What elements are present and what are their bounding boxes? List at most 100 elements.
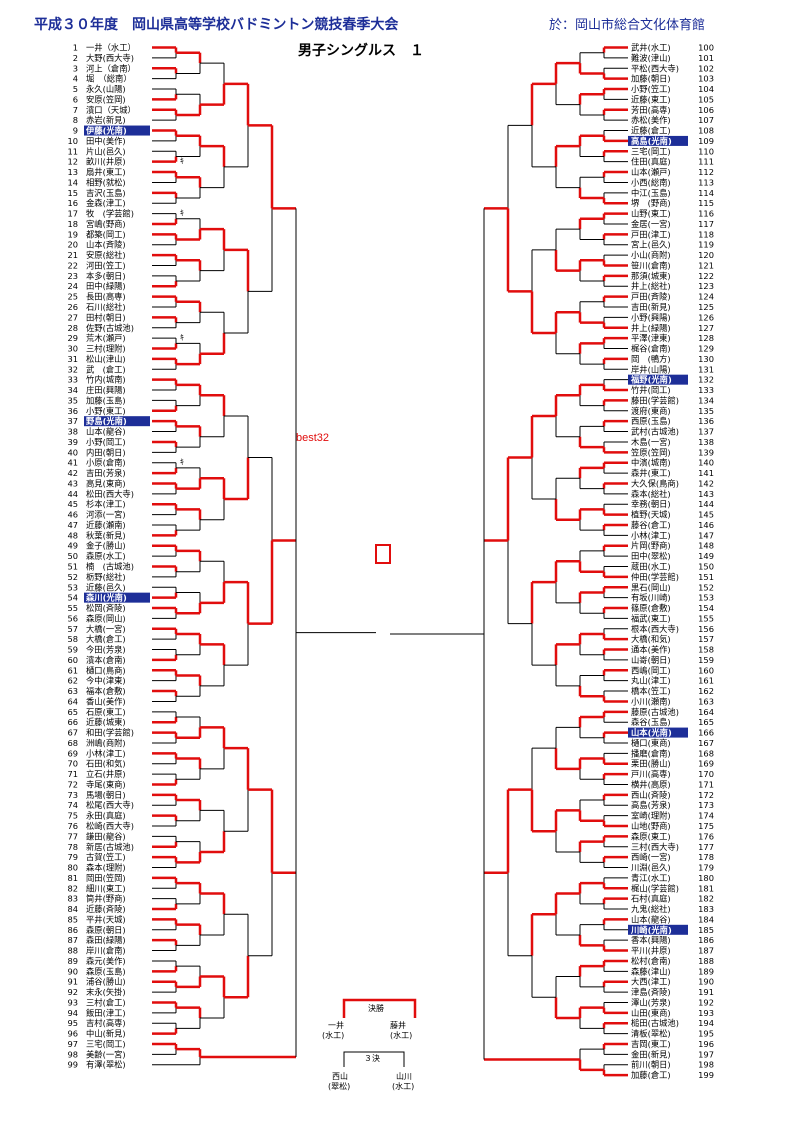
player-number: 169 xyxy=(698,759,714,769)
player-name: 横井(高原) xyxy=(631,779,671,789)
player-name: 大久保(鳥商) xyxy=(631,478,679,488)
player-name: 小林(津工) xyxy=(86,748,126,758)
player-number: 29 xyxy=(67,333,78,343)
player-number: 43 xyxy=(67,478,78,488)
player-number: 40 xyxy=(67,447,78,457)
player-name: 美齢(一宮) xyxy=(86,1049,126,1059)
player-name: 中濱(城南) xyxy=(631,458,671,468)
player-name: 森本(総社) xyxy=(631,489,671,499)
player-number: 177 xyxy=(698,842,714,852)
player-name: 吉村(高専) xyxy=(86,1018,126,1028)
player-name: 植野(天城) xyxy=(631,510,671,520)
player-number: 125 xyxy=(698,302,714,312)
player-name: 田中(緑陽) xyxy=(86,281,126,291)
player-name: 根本(西大寺) xyxy=(631,624,679,634)
player-name: 平川(井原) xyxy=(631,946,671,956)
player-name: 堺 (野商) xyxy=(631,198,671,208)
player-number: 38 xyxy=(67,427,78,437)
player-name: 香山(美作) xyxy=(86,696,126,706)
player-name: 都築(岡工) xyxy=(86,229,126,239)
player-name: 戸田(津工) xyxy=(631,229,671,239)
player-number: 9 xyxy=(73,126,78,136)
player-name: 安原(笠岡) xyxy=(86,94,126,104)
player-number: 72 xyxy=(67,779,78,789)
player-number: 117 xyxy=(698,219,714,229)
player-number: 74 xyxy=(67,800,78,810)
player-name: 森原(東工) xyxy=(631,831,671,841)
player-name: 香本(興陽) xyxy=(631,935,671,945)
player-number: 99 xyxy=(67,1060,78,1070)
player-name: 槌田(古城池) xyxy=(631,1018,679,1028)
seed-highlight xyxy=(84,125,150,136)
player-name: 武 (倉工) xyxy=(86,364,126,374)
player-name: 相野(就松) xyxy=(86,177,126,187)
player-number: 198 xyxy=(698,1060,714,1070)
player-number: 126 xyxy=(698,312,714,322)
player-name: 森谷(玉島) xyxy=(631,717,671,727)
player-name: 庄田(興陽) xyxy=(86,385,126,395)
player-number: 90 xyxy=(67,966,78,976)
player-number: 76 xyxy=(67,821,78,831)
player-name: 栗田(勝山) xyxy=(631,759,671,769)
player-number: 18 xyxy=(67,219,78,229)
player-name: 吉田(新見) xyxy=(631,302,671,312)
player-name: 末永(矢掛) xyxy=(86,987,126,997)
player-number: 111 xyxy=(698,157,714,167)
player-name: 赤松(美作) xyxy=(631,115,671,125)
player-name: 今田(芳泉) xyxy=(86,645,126,655)
player-name: 通本(美作) xyxy=(631,645,671,655)
seed-highlight xyxy=(628,924,688,935)
player-name: 小野(東工) xyxy=(86,406,126,416)
third-left-school: (翠松) xyxy=(328,1081,350,1091)
seed-highlight xyxy=(84,416,150,427)
player-name: 田中(美作) xyxy=(86,136,126,146)
bracket-lines xyxy=(152,46,628,1077)
best32-label: best32 xyxy=(296,432,329,444)
player-number: 189 xyxy=(698,966,714,976)
player-name: 小野(興陽) xyxy=(631,312,671,322)
player-number: 33 xyxy=(67,375,78,385)
player-number: 71 xyxy=(67,769,78,779)
tournament-title: 平成３０年度 岡山県高等学校バドミントン競技春季大会 xyxy=(34,17,399,33)
player-number: 187 xyxy=(698,946,714,956)
player-number: 193 xyxy=(698,1008,714,1018)
player-number: 14 xyxy=(67,177,78,187)
player-number: 4 xyxy=(73,74,78,84)
player-name: 岸井(山陽) xyxy=(631,364,671,374)
player-name: 大橋(一宮) xyxy=(86,624,126,634)
player-number: 79 xyxy=(67,852,78,862)
player-number: 8 xyxy=(73,115,78,125)
player-name: 九鬼(総社) xyxy=(631,904,671,914)
player-number: 158 xyxy=(698,645,714,655)
player-number: 82 xyxy=(67,883,78,893)
player-name: 青江(水工) xyxy=(631,873,671,883)
player-name: 内田(朝日) xyxy=(86,447,126,457)
player-number: 180 xyxy=(698,873,714,883)
player-number: 63 xyxy=(67,686,78,696)
player-number: 84 xyxy=(67,904,78,914)
player-name: 金森(津工) xyxy=(86,198,126,208)
player-name: 牧 (学芸館) xyxy=(86,209,134,219)
player-name: 三村(倉工) xyxy=(86,997,126,1007)
player-name: 河添(一宮) xyxy=(86,510,126,520)
final-right-name: 藤井 xyxy=(390,1020,406,1030)
player-number: 70 xyxy=(67,759,78,769)
player-number: 185 xyxy=(698,925,714,935)
player-number: 17 xyxy=(67,209,78,219)
player-name: 森原(玉島) xyxy=(86,966,126,976)
player-number: 105 xyxy=(698,94,714,104)
player-name: 濱口（天城） xyxy=(86,105,136,115)
player-number: 107 xyxy=(698,115,714,125)
player-name: 福本(倉敷) xyxy=(86,686,126,696)
player-number: 6 xyxy=(73,94,78,104)
player-number: 144 xyxy=(698,499,714,509)
player-name: 一井（水工） xyxy=(86,43,136,53)
final-left-name: 一井 xyxy=(328,1020,344,1030)
player-number: 96 xyxy=(67,1029,78,1039)
player-number: 60 xyxy=(67,655,78,665)
player-name: 片山(邑久) xyxy=(86,146,126,156)
player-name: 加藤(玉島) xyxy=(86,395,126,405)
player-name: 幸務(朝日) xyxy=(631,499,671,509)
